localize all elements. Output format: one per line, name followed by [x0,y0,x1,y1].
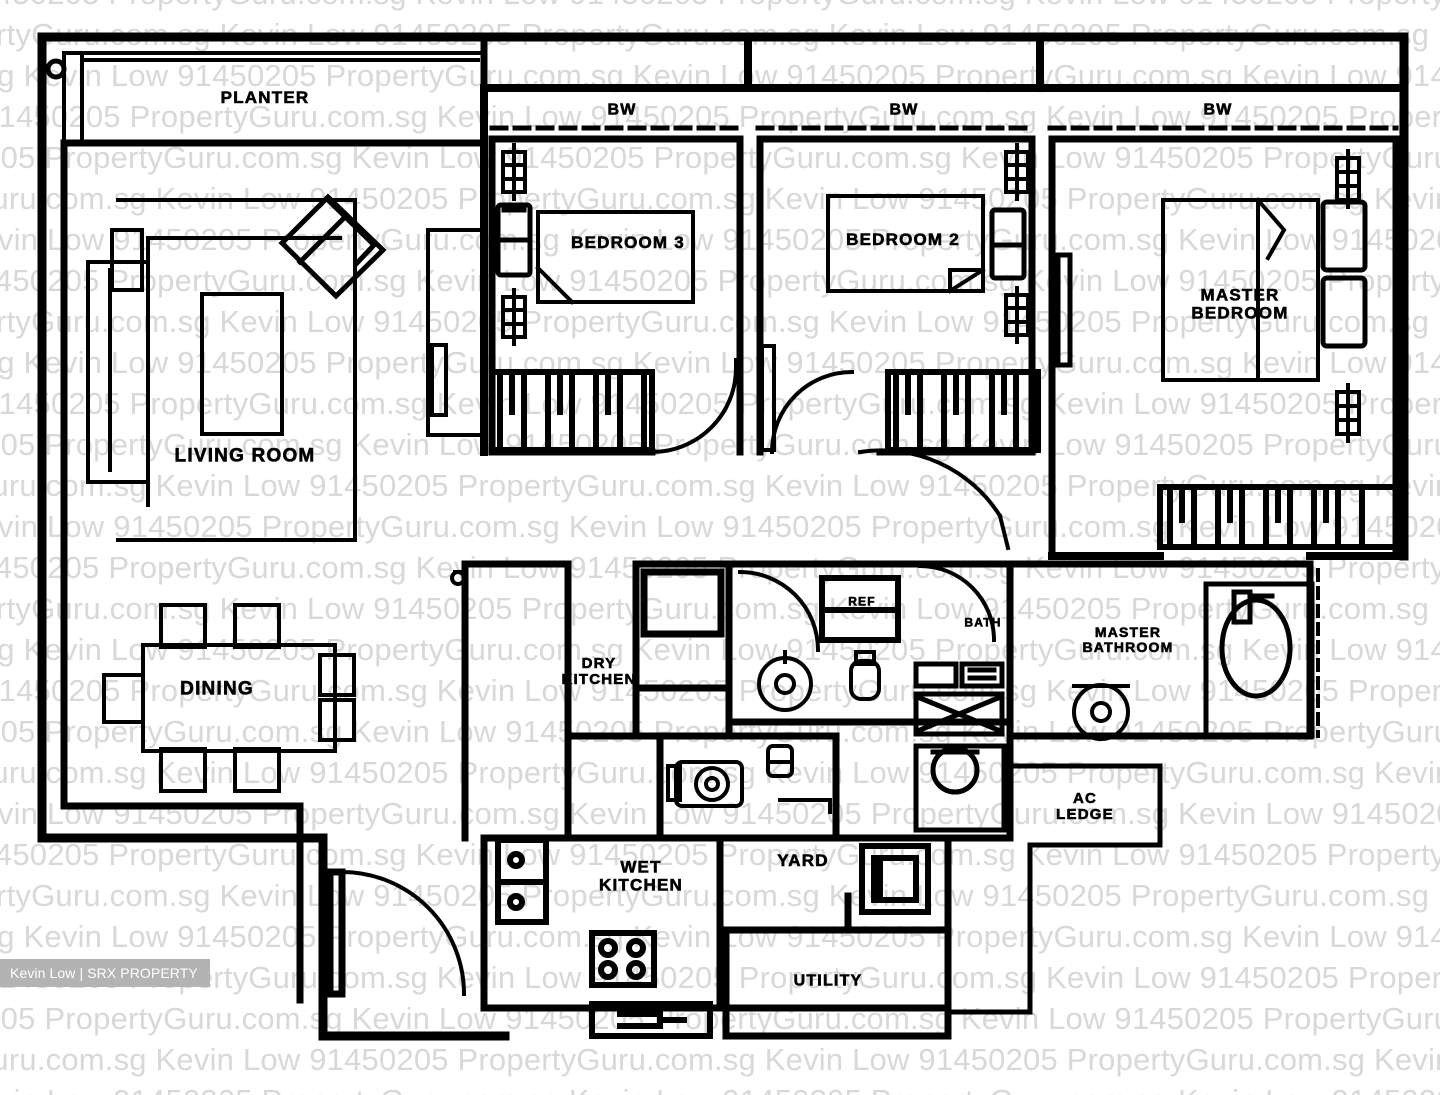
wc-powder-room [666,760,744,808]
coffee-table [200,292,284,436]
door-swing-bedroom-3 [649,358,739,455]
living-room-walls [60,139,304,1004]
sofa-left [86,228,150,484]
door-swing-common-bath [737,569,821,653]
bath-basin-upper [757,650,813,712]
kitchen-sink [589,1001,713,1039]
nightstands-master [1320,199,1368,349]
door-bedroom-2 [947,267,986,294]
room-label-ac-ledge: AC LEDGE [1056,789,1114,823]
entry-door-leaf [326,868,346,998]
door-swing-bath-right [917,563,997,643]
room-label-yard: YARD [777,850,829,870]
washer [859,843,931,915]
credit-badge: Kevin Low | SRX PROPERTY [0,959,210,987]
tv-console [426,228,485,437]
room-label-bath: BATH [964,615,1002,630]
room-label-utility: UTILITY [793,972,863,990]
yard-walls [716,834,952,1016]
armchair [278,193,387,300]
kitchen-mid-wall [632,684,733,740]
entry-door-swing [339,869,467,997]
sofa-main [116,198,357,542]
room-label-dining: DINING [180,678,254,700]
door-bedroom-3 [535,265,575,305]
ac-ledge-outline [944,763,1163,1015]
wardrobe-hatched-bedroom-2 [885,369,1041,453]
aircon-bedroom-2 [1004,143,1030,344]
bath-wc-upper [849,650,881,701]
room-label-master-bedroom: MASTER BEDROOM [1191,285,1289,323]
window-label-bw-master: BW [1203,101,1233,119]
room-label-master-bathroom: MASTER BATHROOM [1082,623,1174,655]
aircon-master [1335,149,1361,443]
door-swing-bedroom-2 [769,369,855,455]
room-label-dry-kitchen: DRY KITCHEN [561,654,637,688]
room-label-bedroom-3: BEDROOM 3 [571,232,685,252]
common-bath-walls [725,560,1014,740]
kitchen-appliances [913,661,1005,689]
room-label-planter: PLANTER [220,87,310,107]
bed-master [1161,197,1320,382]
wardrobe-hatched-master [1157,484,1399,550]
room-label-living-room: LIVING ROOM [174,445,316,467]
basin-master-bath [1072,683,1130,741]
wc-master-bath [913,743,1007,833]
cooktop [589,930,657,988]
wet-kitchen-walls [480,834,724,1012]
utility-walls [722,926,952,1040]
wardrobe-hatched-bedroom-3 [489,369,655,453]
kitchen-cabinet-column [632,560,733,692]
window-label-bw-bedroom-3: BW [607,101,637,119]
outer-walls [37,32,1409,1041]
dry-kitchen-walls [461,560,572,842]
wardrobe-bedroom-2 [989,207,1027,281]
bedroom-3-walls [488,135,744,456]
room-label-wet-kitchen: WET KITCHEN [599,857,683,895]
dining-nook-square [913,691,1005,737]
corridor-walls [832,732,1014,842]
room-label-bedroom-2: BEDROOM 2 [846,229,960,249]
bathtub-master [1203,581,1315,739]
dry-kitchen-counter [450,570,467,586]
powder-room-walls [564,732,840,842]
bedroom-band-walls [480,33,1408,92]
room-label-ref: REF [848,594,876,609]
dining-table [102,603,356,793]
door-leaf-bedroom-2 [760,344,776,452]
basin-powder-room [766,744,832,814]
refrigerator [819,575,901,643]
aircon-bedroom-3 [501,143,527,346]
master-door-jamb [1055,252,1073,368]
door-swing-master [857,448,1011,551]
wardrobe-bedroom-3 [495,202,533,278]
window-label-bw-bedroom-2: BW [889,101,919,119]
bed-bedroom-2 [826,194,985,293]
wet-kitchen-appliances-left [495,837,549,925]
